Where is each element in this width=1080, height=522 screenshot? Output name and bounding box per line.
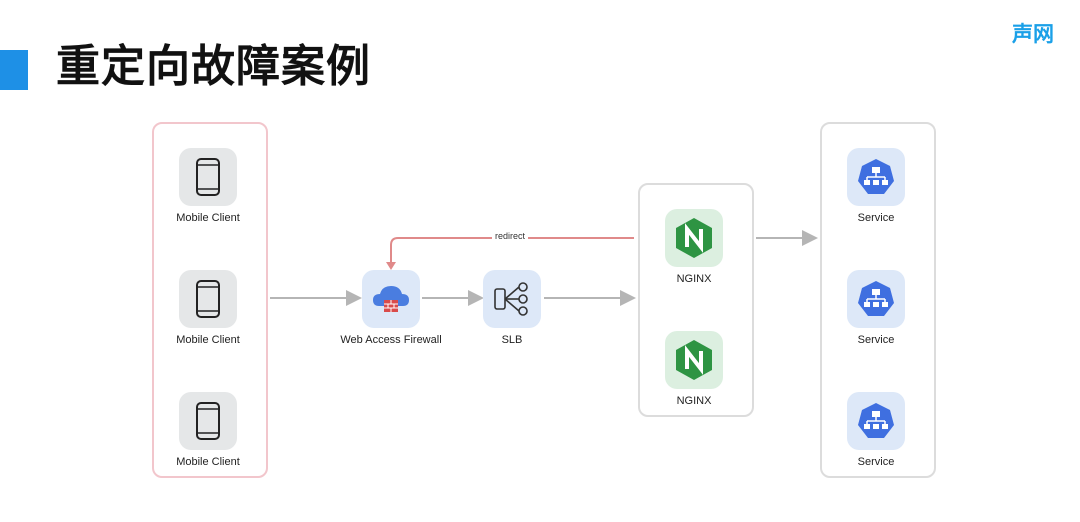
waf-node: Web Access Firewall <box>331 270 451 346</box>
slb-label: SLB <box>501 334 523 346</box>
nginx-label: NGINX <box>676 273 712 285</box>
mobile-client-node: Mobile Client <box>148 270 268 346</box>
nginx-label: NGINX <box>676 395 712 407</box>
service-node: Service <box>816 392 936 468</box>
service-label: Service <box>857 212 895 224</box>
service-icon <box>847 148 905 206</box>
waf-label: Web Access Firewall <box>340 334 442 346</box>
mobile-client-label: Mobile Client <box>176 212 240 224</box>
phone-icon <box>179 270 237 328</box>
edge-redirect-arrowhead <box>386 262 396 270</box>
page-title: 重定向故障案例 <box>56 41 371 92</box>
service-icon <box>847 270 905 328</box>
title-accent-bar <box>0 50 28 90</box>
nginx-node: NGINX <box>634 209 754 285</box>
service-icon <box>847 392 905 450</box>
load-balancer-icon <box>483 270 541 328</box>
service-label: Service <box>857 456 895 468</box>
nginx-node: NGINX <box>634 331 754 407</box>
nginx-icon <box>665 209 723 267</box>
mobile-client-node: Mobile Client <box>148 148 268 224</box>
service-node: Service <box>816 148 936 224</box>
brand-logo: 声网 <box>1012 22 1054 46</box>
edge-redirect <box>390 237 634 266</box>
mobile-client-node: Mobile Client <box>148 392 268 468</box>
service-node: Service <box>816 270 936 346</box>
phone-icon <box>179 392 237 450</box>
mobile-client-label: Mobile Client <box>176 334 240 346</box>
nginx-icon <box>665 331 723 389</box>
phone-icon <box>179 148 237 206</box>
redirect-label: redirect <box>492 231 529 241</box>
cloud-firewall-icon <box>362 270 420 328</box>
service-label: Service <box>857 334 895 346</box>
mobile-client-label: Mobile Client <box>176 456 240 468</box>
slb-node: SLB <box>452 270 572 346</box>
